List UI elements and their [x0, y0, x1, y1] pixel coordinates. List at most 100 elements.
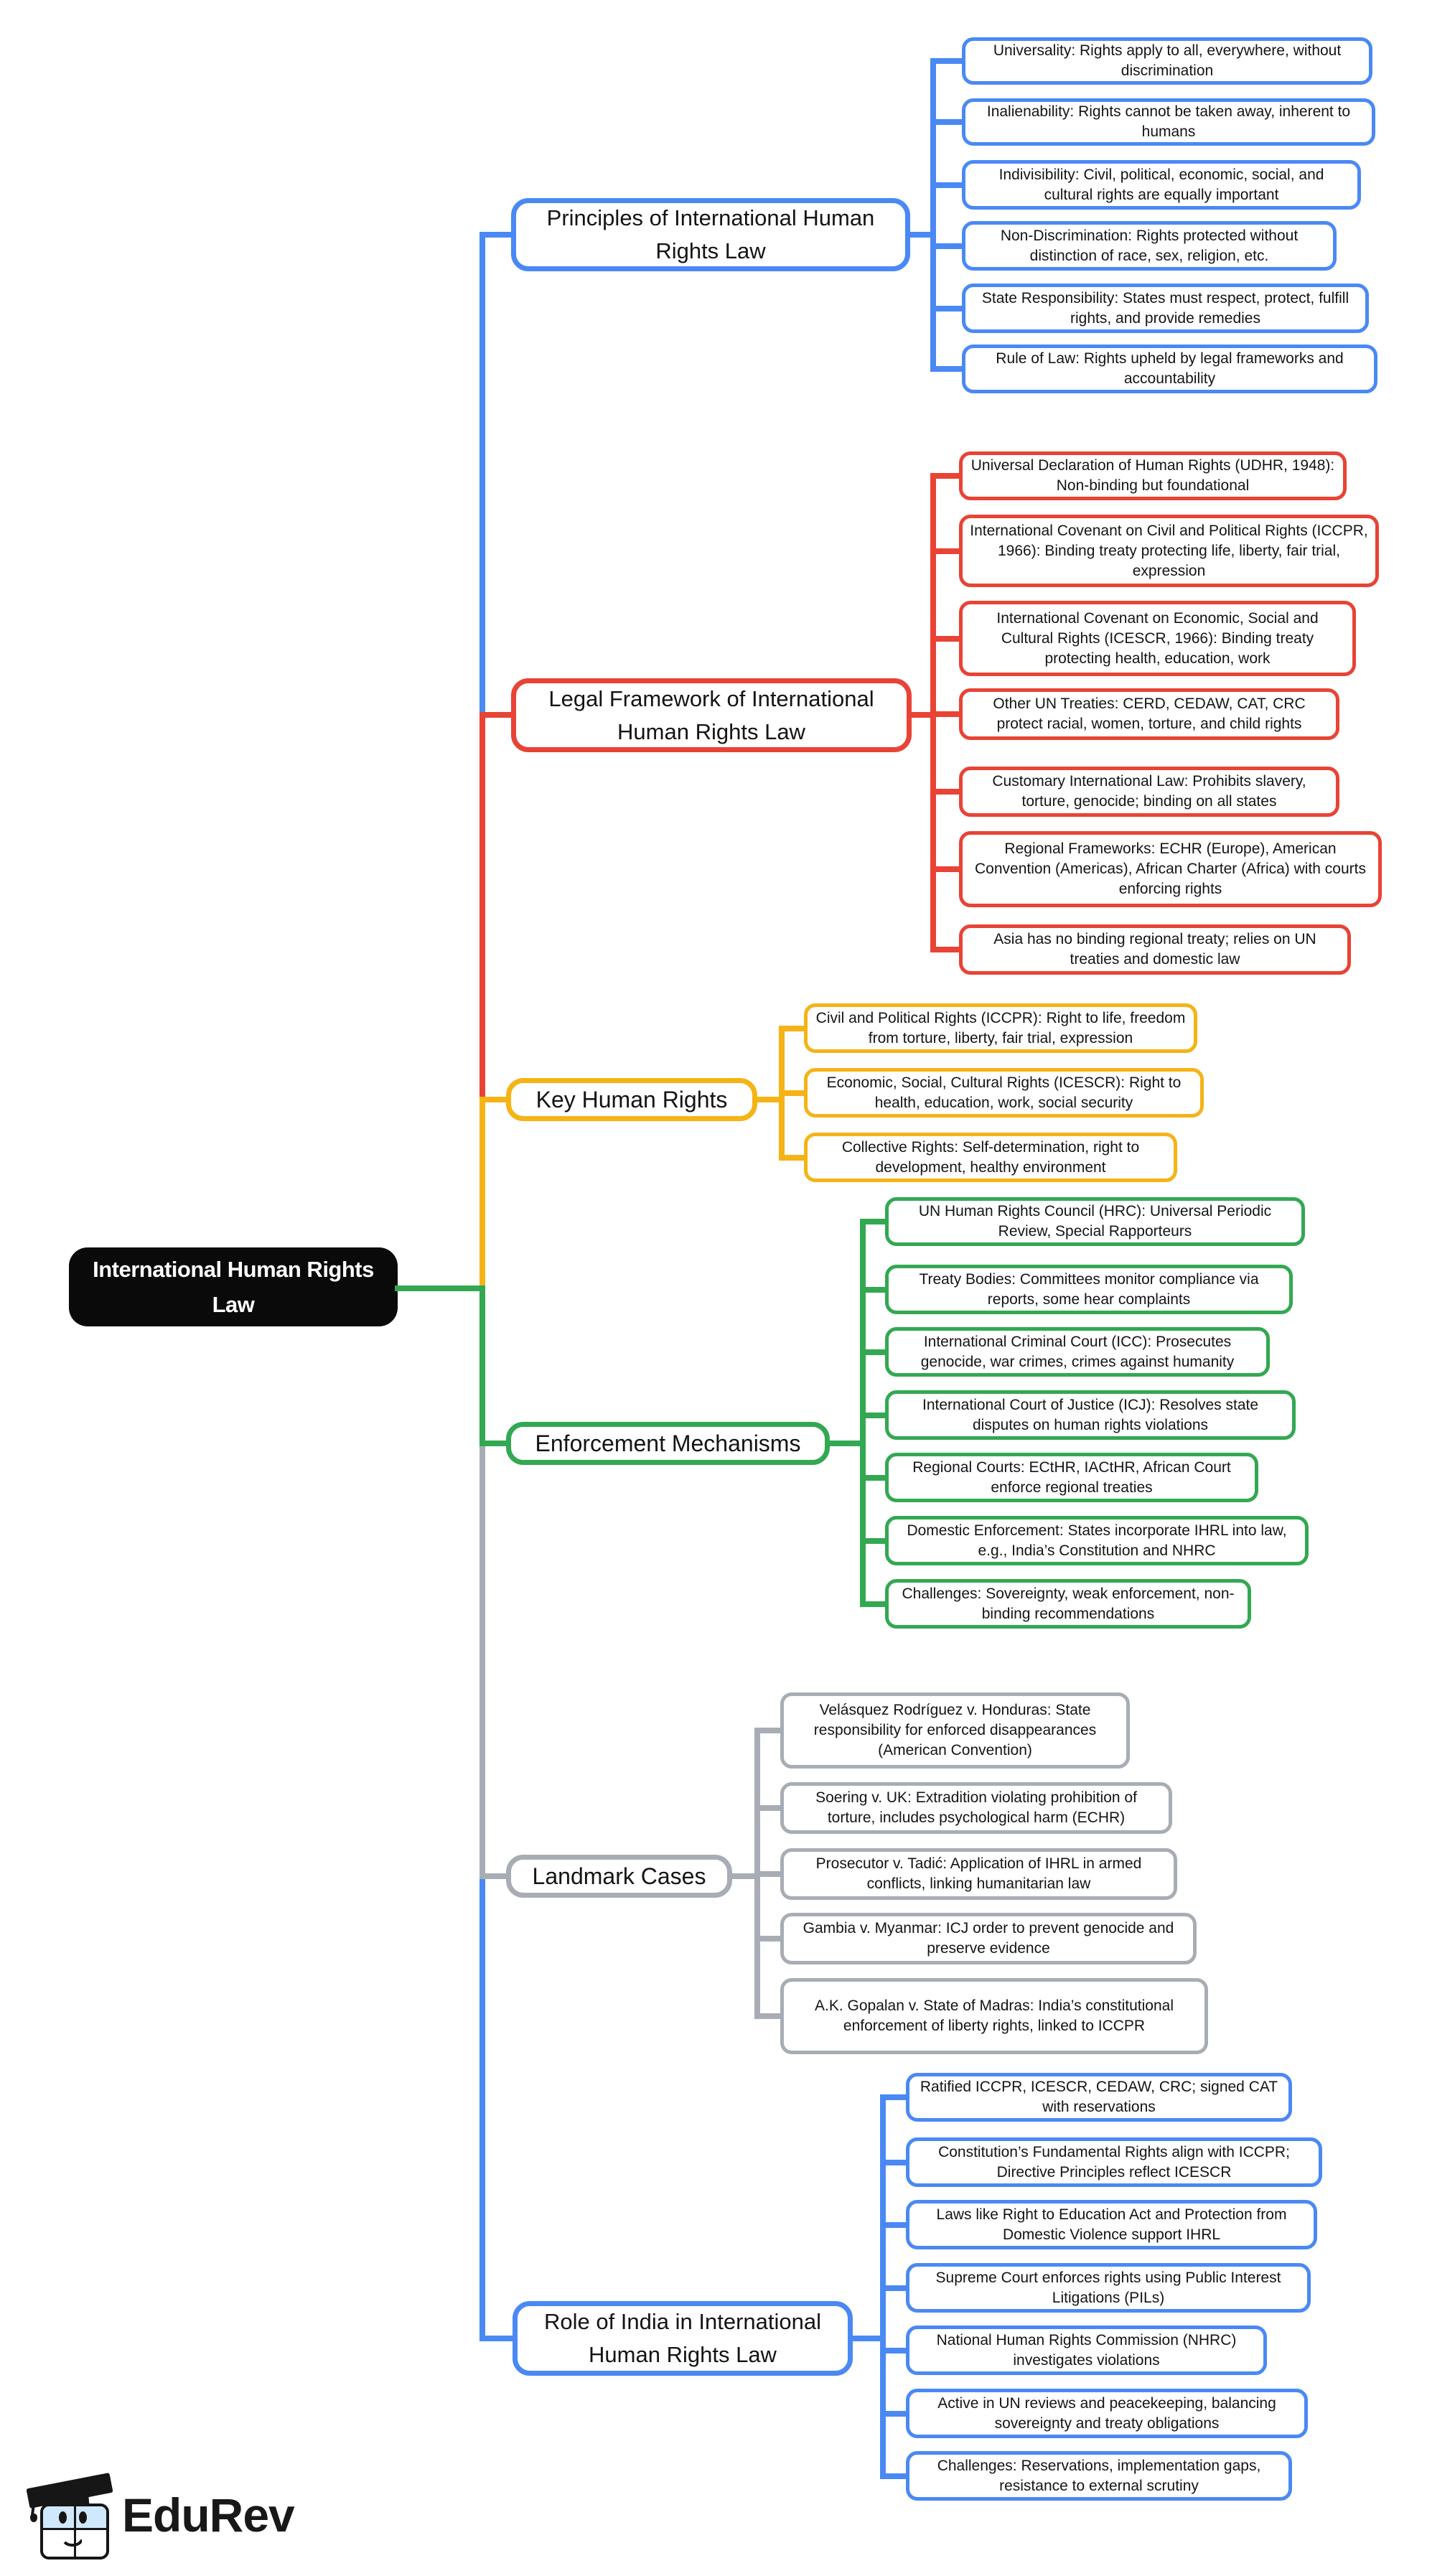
connector-leaf-stub-legal-framework [930, 548, 963, 554]
connector-branch-stub-principles [479, 232, 515, 238]
leaf-node-principles-1: Universality: Rights apply to all, every… [962, 37, 1372, 85]
connector-leaf-stub-enforcement-mechanisms [860, 1537, 889, 1544]
connector-node-to-subtrunk-legal-framework [909, 712, 936, 718]
leaf-node-legal-framework-7: Asia has no binding regional treaty; rel… [959, 924, 1351, 975]
connector-leaf-stub-role-of-india [880, 2221, 910, 2228]
leaf-node-principles-6: Rule of Law: Rights upheld by legal fram… [962, 345, 1377, 393]
leaf-node-enforcement-mechanisms-5: Regional Courts: ECtHR, IACtHR, African … [885, 1453, 1258, 1502]
branch-node-key-human-rights: Key Human Rights [506, 1078, 757, 1121]
leaf-node-role-of-india-7: Challenges: Reservations, implementation… [906, 2451, 1292, 2501]
connector-leaf-stub-legal-framework [930, 635, 963, 642]
branch-title-line: Landmark Cases [532, 1863, 706, 1889]
connector-trunk-segment-landmark-cases [479, 1441, 485, 1879]
root-title-line2: Law [212, 1292, 255, 1317]
leaf-node-enforcement-mechanisms-6: Domestic Enforcement: States incorporate… [885, 1516, 1309, 1565]
branch-title-line: Key Human Rights [535, 1087, 728, 1113]
connector-leaf-stub-principles [930, 182, 966, 188]
connector-leaf-stub-landmark-cases [754, 2013, 785, 2019]
leaf-node-legal-framework-6: Regional Frameworks: ECHR (Europe), Amer… [959, 831, 1382, 907]
connector-branch-stub-role-of-india [479, 2336, 517, 2341]
connector-branch-stub-key-human-rights [479, 1097, 510, 1102]
connector-leaf-stub-principles [930, 119, 966, 125]
leaf-node-enforcement-mechanisms-7: Challenges: Sovereignty, weak enforcemen… [885, 1579, 1251, 1629]
edurev-logo[interactable]: EduRev [26, 2468, 432, 2568]
connector-trunk-segment-principles [479, 232, 485, 718]
connector-leaf-stub-legal-framework [930, 947, 963, 952]
connector-root-stub [395, 1285, 485, 1291]
connector-branch-stub-legal-framework [479, 712, 515, 718]
leaf-node-legal-framework-2: International Covenant on Civil and Poli… [959, 515, 1379, 587]
connector-branch-stub-landmark-cases [479, 1873, 510, 1879]
leaf-node-landmark-cases-3: Prosecutor v. Tadić: Application of IHRL… [780, 1848, 1177, 1900]
edurev-graduation-cap-icon [26, 2468, 113, 2561]
branch-title-line: Human Rights Law [617, 718, 805, 744]
branch-title-line: Enforcement Mechanisms [535, 1430, 801, 1456]
connector-leaf-stub-legal-framework [930, 866, 963, 872]
leaf-node-legal-framework-1: Universal Declaration of Human Rights (U… [959, 451, 1347, 500]
connector-leaf-stub-legal-framework [930, 789, 963, 795]
root-title-line1: International Human Rights [93, 1257, 374, 1282]
leaf-node-enforcement-mechanisms-2: Treaty Bodies: Committees monitor compli… [885, 1265, 1293, 1314]
connector-node-to-subtrunk-principles [907, 232, 936, 238]
connector-leaf-stub-principles [930, 366, 966, 372]
leaf-node-legal-framework-4: Other UN Treaties: CERD, CEDAW, CAT, CRC… [959, 688, 1339, 740]
connector-leaf-stub-key-human-rights [779, 1025, 808, 1031]
leaf-node-legal-framework-5: Customary International Law: Prohibits s… [959, 767, 1339, 817]
connector-leaf-stub-role-of-india [880, 2285, 910, 2291]
leaf-node-principles-2: Inalienability: Rights cannot be taken a… [962, 98, 1375, 146]
connector-leaf-stub-enforcement-mechanisms [860, 1412, 889, 1418]
connector-node-to-subtrunk-enforcement-mechanisms [827, 1441, 866, 1446]
connector-leaf-stub-landmark-cases [754, 1871, 785, 1877]
connector-leaf-stub-legal-framework [930, 473, 963, 479]
connector-leaf-stub-role-of-india [880, 2473, 910, 2479]
connector-trunk-segment-enforcement-mechanisms [479, 1285, 485, 1446]
leaf-node-role-of-india-1: Ratified ICCPR, ICESCR, CEDAW, CRC; sign… [906, 2073, 1292, 2122]
leaf-node-enforcement-mechanisms-4: International Court of Justice (ICJ): Re… [885, 1390, 1296, 1440]
branch-title-line: Human Rights Law [589, 2342, 777, 2367]
connector-leaf-stub-landmark-cases [754, 1936, 785, 1942]
connector-leaf-stub-principles [930, 243, 966, 249]
connector-leaf-stub-key-human-rights [779, 1090, 808, 1096]
connector-trunk-segment-key-human-rights [479, 1097, 485, 1291]
connector-leaf-stub-enforcement-mechanisms [860, 1601, 889, 1607]
leaf-node-landmark-cases-2: Soering v. UK: Extradition violating pro… [780, 1782, 1172, 1834]
leaf-node-role-of-india-3: Laws like Right to Education Act and Pro… [906, 2200, 1317, 2249]
branch-title-line: Rights Law [655, 238, 766, 263]
branch-title-line: Role of India in International [543, 2309, 822, 2334]
connector-leaf-stub-principles [930, 58, 966, 64]
connector-leaf-stub-role-of-india [880, 2094, 910, 2100]
connector-leaf-stub-landmark-cases [754, 1728, 785, 1733]
leaf-node-landmark-cases-4: Gambia v. Myanmar: ICJ order to prevent … [780, 1913, 1197, 1964]
leaf-node-legal-framework-3: International Covenant on Economic, Soci… [959, 601, 1356, 676]
leaf-node-role-of-india-6: Active in UN reviews and peacekeeping, b… [906, 2389, 1308, 2438]
leaf-node-landmark-cases-1: Velásquez Rodríguez v. Honduras: State r… [780, 1692, 1130, 1769]
leaf-node-landmark-cases-5: A.K. Gopalan v. State of Madras: India’s… [780, 1978, 1208, 2054]
connector-leaf-stub-enforcement-mechanisms [860, 1349, 889, 1355]
branch-title-line: Principles of International Human [546, 205, 875, 230]
connector-trunk-segment-legal-framework [479, 712, 485, 1102]
connector-leaf-stub-key-human-rights [779, 1154, 808, 1161]
connector-leaf-stub-enforcement-mechanisms [860, 1219, 889, 1224]
connector-node-to-subtrunk-key-human-rights [754, 1097, 785, 1102]
connector-leaf-stub-enforcement-mechanisms [860, 1286, 889, 1293]
edurev-logo-text: EduRev [122, 2488, 295, 2542]
leaf-node-key-human-rights-3: Collective Rights: Self-determination, r… [804, 1133, 1177, 1182]
branch-node-landmark-cases: Landmark Cases [506, 1855, 732, 1898]
leaf-node-role-of-india-5: National Human Rights Commission (NHRC) … [906, 2326, 1267, 2375]
leaf-node-enforcement-mechanisms-1: UN Human Rights Council (HRC): Universal… [885, 1197, 1305, 1246]
connector-leaf-stub-enforcement-mechanisms [860, 1474, 889, 1481]
connector-leaf-stub-landmark-cases [754, 1805, 785, 1811]
leaf-node-principles-5: State Responsibility: States must respec… [962, 284, 1369, 333]
connector-node-to-subtrunk-role-of-india [850, 2336, 886, 2341]
branch-title-line: Legal Framework of International [548, 685, 874, 711]
branch-node-enforcement-mechanisms: Enforcement Mechanisms [506, 1422, 830, 1465]
connector-leaf-stub-role-of-india [880, 2159, 910, 2165]
leaf-node-key-human-rights-2: Economic, Social, Cultural Rights (ICESC… [804, 1068, 1204, 1118]
connector-leaf-stub-principles [930, 305, 966, 312]
leaf-node-role-of-india-2: Constitution’s Fundamental Rights align … [906, 2137, 1322, 2187]
leaf-node-role-of-india-4: Supreme Court enforces rights using Publ… [906, 2263, 1311, 2313]
